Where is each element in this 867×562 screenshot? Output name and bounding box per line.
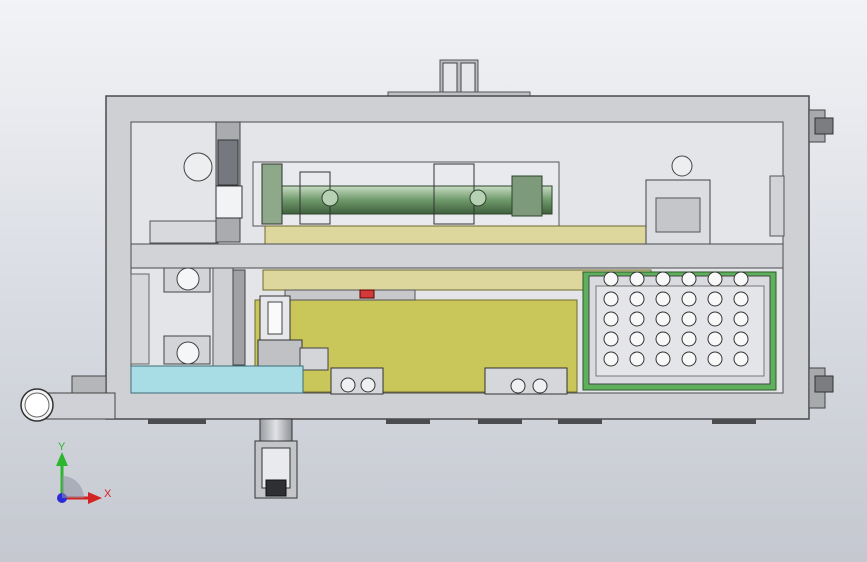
tray-pocket <box>733 271 749 287</box>
tray-pocket <box>707 311 723 327</box>
x-axis-label: X <box>104 488 112 500</box>
tray-pocket <box>681 291 697 307</box>
tray-pocket <box>629 331 645 347</box>
tray-pocket <box>629 351 645 367</box>
tray-pocket <box>655 331 671 347</box>
tray-pocket <box>707 351 723 367</box>
tray-pocket <box>681 351 697 367</box>
cross-beam <box>130 243 784 269</box>
tray-pocket <box>733 291 749 307</box>
tray-pocket <box>733 331 749 347</box>
x-axis-arrowhead <box>88 492 102 504</box>
tray-pocket <box>681 271 697 287</box>
tray-pocket <box>603 311 619 327</box>
parts-tray <box>582 271 777 391</box>
top-rail-assembly <box>252 161 560 227</box>
upper-plate <box>264 225 651 247</box>
tray-pocket <box>603 291 619 307</box>
tray-pocket <box>733 311 749 327</box>
tray-pocket <box>733 351 749 367</box>
right-mounts <box>769 109 834 409</box>
tray-pocket <box>655 351 671 367</box>
left-column <box>130 121 246 393</box>
tray-pocket <box>681 331 697 347</box>
tray-pocket <box>655 271 671 287</box>
left-roller <box>20 375 116 422</box>
tray-pocket <box>629 291 645 307</box>
connector-box-1 <box>330 367 384 395</box>
cyan-block <box>130 365 304 394</box>
tray-pocket <box>629 271 645 287</box>
tray-pocket <box>603 351 619 367</box>
y-axis-arrowhead <box>56 452 68 466</box>
tray-pocket <box>707 331 723 347</box>
tray-pocket <box>707 271 723 287</box>
y-axis-label: Y <box>58 441 66 453</box>
triad-sector <box>62 476 84 498</box>
orientation-triad <box>56 452 102 504</box>
upper-right-block <box>645 155 711 245</box>
tray-pocket <box>603 331 619 347</box>
tray-pocket <box>681 311 697 327</box>
bottom-flanges <box>148 419 756 424</box>
tray-pocket <box>655 311 671 327</box>
tray-pocket <box>707 291 723 307</box>
connector-box-2 <box>484 367 568 395</box>
top-motor <box>387 59 531 99</box>
bottom-motor <box>254 418 298 499</box>
tray-pocket <box>603 271 619 287</box>
tray-pocket <box>655 291 671 307</box>
tray-pocket <box>629 311 645 327</box>
